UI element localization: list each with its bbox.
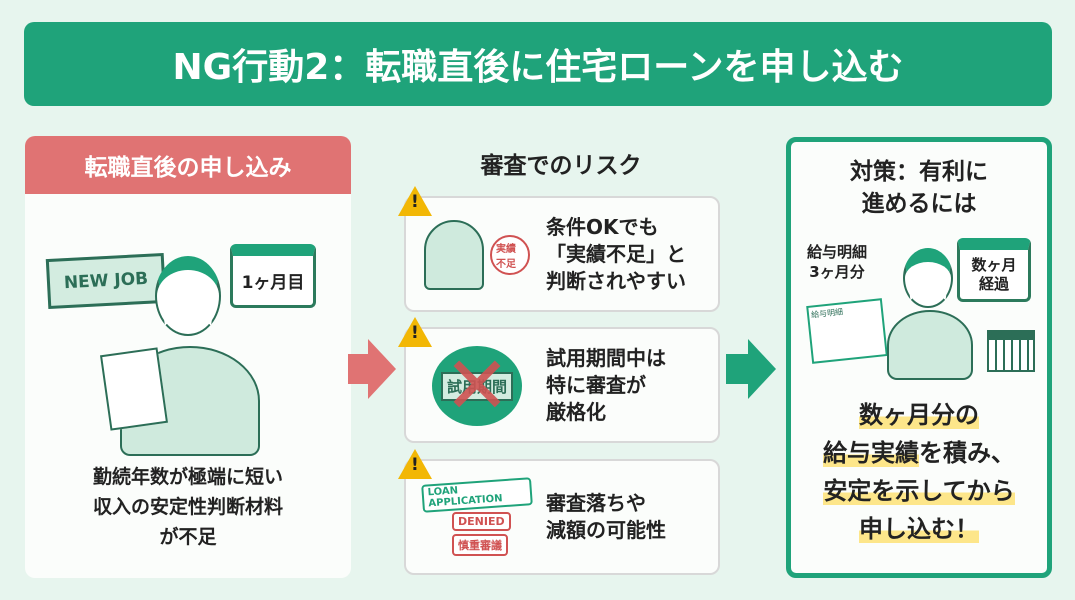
calendar-icon: 1ヶ月目 <box>230 244 316 308</box>
loan-application-stamp: LOAN APPLICATION <box>421 476 533 513</box>
document-illustration <box>99 347 169 431</box>
arrow-right-icon <box>368 339 396 399</box>
risk-text: 特に審査が <box>546 372 646 397</box>
payslip-label: 給与明細 3ヶ月分 <box>807 242 867 282</box>
probation-badge-illustration: 試用期間 ✕ <box>422 343 532 429</box>
solution-highlight: 給与実績 <box>823 439 919 467</box>
arrow-right-icon <box>348 354 370 384</box>
payslip-label-line: 3ヶ月分 <box>809 263 865 281</box>
payslip-label-line: 給与明細 <box>807 243 868 261</box>
thinking-person-illustration: 実績不足 <box>422 212 532 298</box>
arrow-right-icon <box>726 354 750 384</box>
warning-icon: ! <box>398 449 432 479</box>
risk-text: 判断されやすい <box>546 268 686 293</box>
calendar-label: 経過 <box>978 274 1009 293</box>
problem-line: が不足 <box>159 526 217 548</box>
solution-title-line: 進めるには <box>861 191 977 217</box>
risk-text: 試用期間中は <box>546 345 666 370</box>
page-title: NG行動2：転職直後に住宅ローンを申し込む <box>24 22 1052 106</box>
risk-text: 厳格化 <box>546 399 606 424</box>
problem-panel: 転職直後の申し込み NEW JOB 1ヶ月目 勤続年数が極端に短い 収入の安定性… <box>25 136 351 578</box>
stamp-insufficient-record: 実績不足 <box>490 235 530 275</box>
solution-main-text: 数ヶ月分の 給与実績を積み、 安定を示してから 申し込む！ <box>791 396 1047 548</box>
new-job-sign: NEW JOB <box>45 252 167 310</box>
solution-line: 安定を示してから <box>823 477 1015 505</box>
problem-panel-title: 転職直後の申し込み <box>25 136 351 194</box>
warning-icon: ! <box>398 186 432 216</box>
risk-card: ! 実績不足 条件OKでも 「実績不足」と 判断されやすい <box>398 186 720 312</box>
risk-text: 減額の可能性 <box>546 518 666 542</box>
solution-line: を積み、 <box>919 439 1015 467</box>
careful-review-stamp: 慎重審議 <box>452 533 508 556</box>
bank-icon <box>987 330 1035 372</box>
confident-person-illustration <box>887 310 973 380</box>
loan-denied-illustration: LOAN APPLICATION DENIED 慎重審議 <box>421 475 533 561</box>
solution-panel: 対策：有利に 進めるには 給与明細 3ヶ月分 数ヶ月 経過 給与明細 数ヶ月分の… <box>786 137 1052 578</box>
arrow-right-icon <box>748 339 776 399</box>
risk-card: ! 試用期間 ✕ 試用期間中は 特に審査が 厳格化 <box>398 317 720 443</box>
denied-stamp: DENIED <box>452 511 511 531</box>
person-head-illustration <box>155 256 221 336</box>
probation-label: 試用期間 <box>440 371 513 401</box>
cross-icon: ✕ <box>443 339 511 432</box>
risk-section-title: 審査でのリスク <box>480 153 642 179</box>
person-head-illustration <box>903 248 953 308</box>
solution-line: 数ヶ月分の <box>859 401 979 429</box>
payslip-document-illustration: 給与明細 <box>806 298 888 364</box>
warning-icon: ! <box>398 317 432 347</box>
calendar-icon: 数ヶ月 経過 <box>957 238 1031 302</box>
risk-text: 条件OKでも <box>546 214 659 239</box>
risk-text: 審査落ちや <box>546 491 646 515</box>
solution-title: 対策：有利に 進めるには <box>791 156 1047 220</box>
risk-text: 「実績不足」と <box>546 241 686 266</box>
risk-card: ! LOAN APPLICATION DENIED 慎重審議 審査落ちや 減額の… <box>398 449 720 575</box>
solution-title-line: 対策：有利に <box>850 159 988 185</box>
calendar-label: 数ヶ月 <box>971 255 1017 274</box>
problem-line: 収入の安定性判断材料 <box>92 496 283 518</box>
calendar-label: 1ヶ月目 <box>241 273 305 293</box>
payslip-doc-label: 給与明細 <box>810 307 844 320</box>
problem-description: 勤続年数が極端に短い 収入の安定性判断材料 が不足 <box>25 462 351 552</box>
solution-line: 申し込む！ <box>859 515 979 543</box>
problem-line: 勤続年数が極端に短い <box>92 466 283 488</box>
